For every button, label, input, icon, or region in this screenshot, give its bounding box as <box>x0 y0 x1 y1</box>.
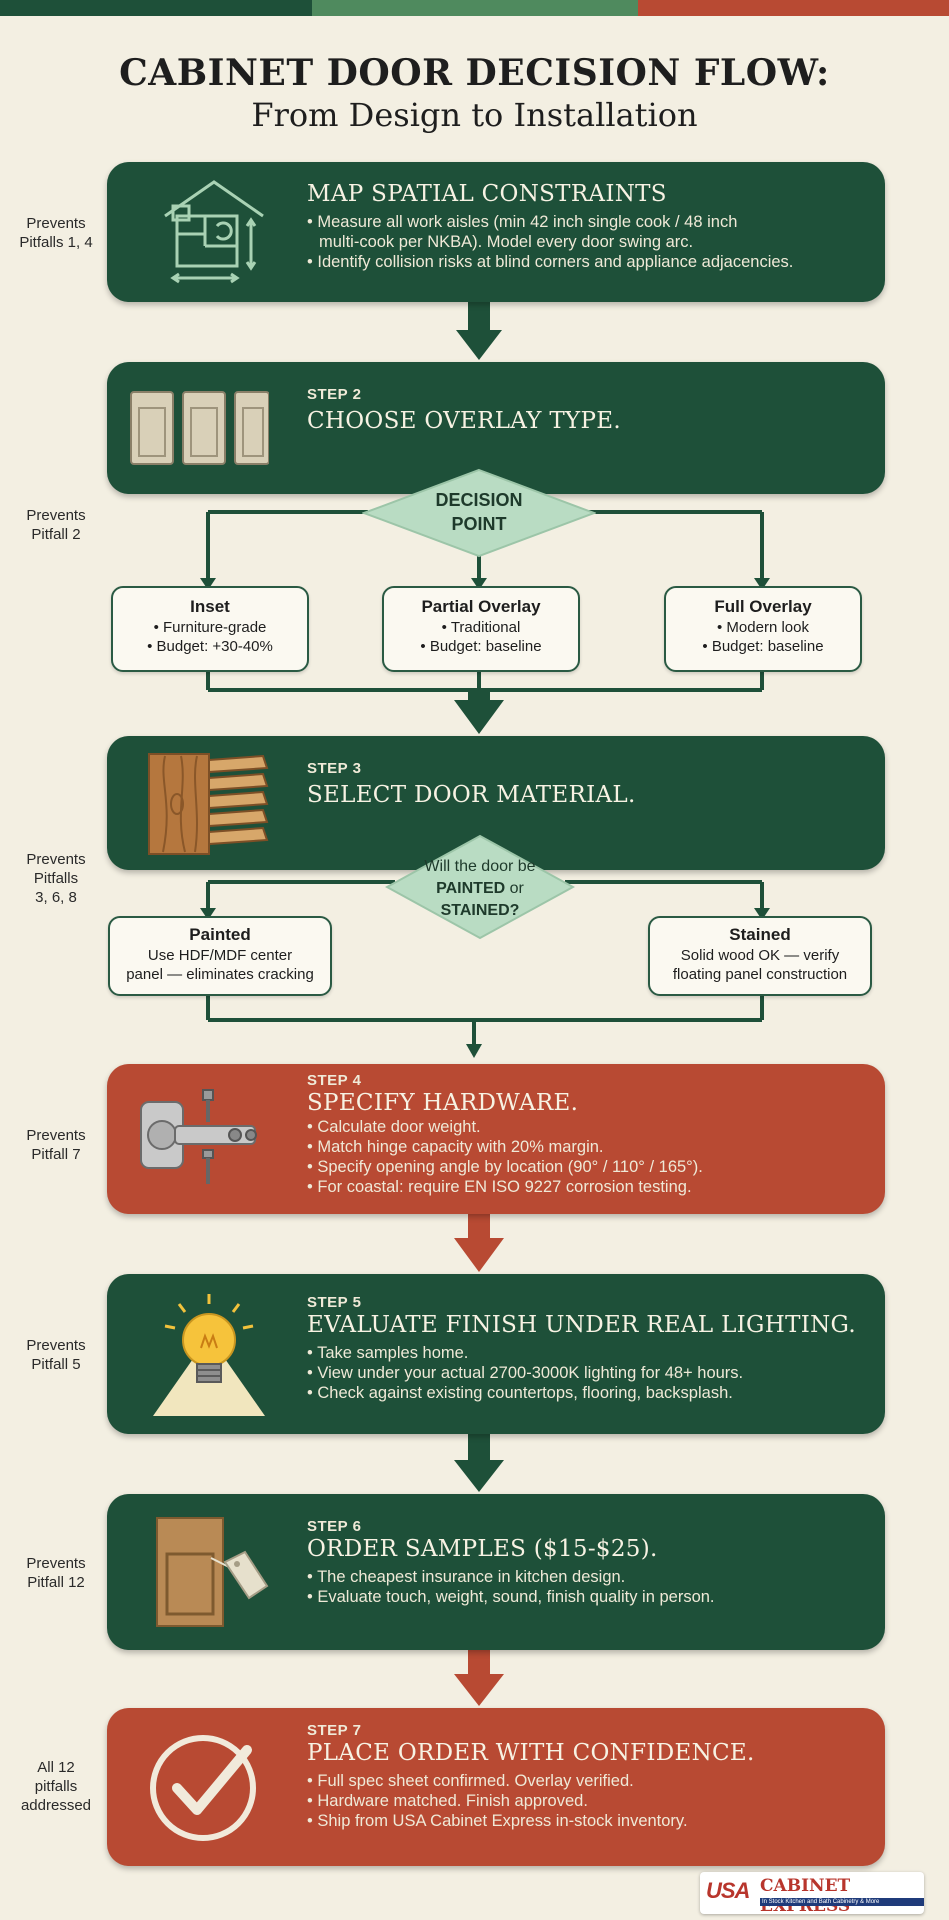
option-inset: Inset • Furniture-grade • Budget: +30-40… <box>111 586 309 672</box>
option-partial-overlay: Partial Overlay • Traditional • Budget: … <box>382 586 580 672</box>
logo-name: CABINET EXPRESS <box>760 1876 851 1916</box>
step2-heading: CHOOSE OVERLAY TYPE. <box>307 408 621 434</box>
house-floorplan-icon <box>164 180 264 284</box>
cabinet-doors-icon <box>130 391 269 465</box>
option-full-overlay: Full Overlay • Modern look • Budget: bas… <box>664 586 862 672</box>
step2-label: STEP 2 <box>307 386 362 403</box>
page-title: CABINET DOOR DECISION FLOW: <box>119 52 830 94</box>
step2-card: STEP 2 CHOOSE OVERLAY TYPE. <box>107 362 885 494</box>
hinge-icon <box>140 1089 257 1184</box>
step6-label: STEP 6 <box>307 1518 362 1535</box>
top-bar-lightgreen <box>312 0 638 16</box>
step6-bullets: • The cheapest insurance in kitchen desi… <box>307 1568 715 1606</box>
decision-diamond-overlay <box>362 468 596 558</box>
cabinet-express-logo: USA CABINET EXPRESS In Stock Kitchen and… <box>700 1872 924 1916</box>
wood-planks-icon <box>148 753 269 855</box>
step5-card: STEP 5 EVALUATE FINISH UNDER REAL LIGHTI… <box>107 1274 885 1434</box>
step1-heading: MAP SPATIAL CONSTRAINTS <box>307 181 667 207</box>
step3-heading: SELECT DOOR MATERIAL. <box>307 782 636 808</box>
step4-card: STEP 4 SPECIFY HARDWARE. • Calculate doo… <box>107 1064 885 1214</box>
checkmark-circle-icon <box>150 1735 256 1841</box>
step5-bullets: • Take samples home. • View under your a… <box>307 1344 744 1402</box>
step1-card: MAP SPATIAL CONSTRAINTS • Measure all wo… <box>107 162 885 302</box>
step4-bullets: • Calculate door weight. • Match hinge c… <box>307 1118 703 1196</box>
page-subtitle: From Design to Installation <box>251 96 698 134</box>
arrow-4-to-5 <box>454 1214 504 1272</box>
arrow-6-to-7 <box>454 1650 504 1706</box>
step7-card: STEP 7 PLACE ORDER WITH CONFIDENCE. • Fu… <box>107 1708 885 1866</box>
top-bar-green <box>0 0 312 16</box>
step6-heading: ORDER SAMPLES ($15-$25). <box>307 1536 658 1562</box>
step7-bullets: • Full spec sheet confirmed. Overlay ver… <box>307 1772 688 1830</box>
sample-door-tag-icon <box>156 1517 269 1627</box>
step1-bullets: • Measure all work aisles (min 42 inch s… <box>307 213 794 271</box>
logo-tagline: In Stock Kitchen and Bath Cabinetry & Mo… <box>760 1898 924 1906</box>
decision-material-label: Will the door be PAINTED or STAINED? <box>424 858 536 919</box>
step3-label: STEP 3 <box>307 760 362 777</box>
top-bar-red <box>638 0 949 16</box>
option-painted: Painted Use HDF/MDF center panel — elimi… <box>108 916 332 996</box>
option-stained: Stained Solid wood OK — verify floating … <box>648 916 872 996</box>
decision-diamond-material <box>385 834 575 940</box>
step6-card: STEP 6 ORDER SAMPLES ($15-$25). • The ch… <box>107 1494 885 1650</box>
logo-mark: USA <box>706 1878 750 1903</box>
arrow-5-to-6 <box>454 1434 504 1492</box>
step4-heading: SPECIFY HARDWARE. <box>307 1090 579 1116</box>
arrow-1-to-2 <box>456 302 502 360</box>
arrow-2-to-3 <box>454 690 504 734</box>
step7-label: STEP 7 <box>307 1722 362 1739</box>
step5-heading: EVALUATE FINISH UNDER REAL LIGHTING. <box>307 1312 856 1338</box>
step5-label: STEP 5 <box>307 1294 362 1311</box>
step4-label: STEP 4 <box>307 1072 362 1089</box>
light-bulb-icon <box>153 1294 265 1416</box>
step7-heading: PLACE ORDER WITH CONFIDENCE. <box>307 1740 755 1766</box>
